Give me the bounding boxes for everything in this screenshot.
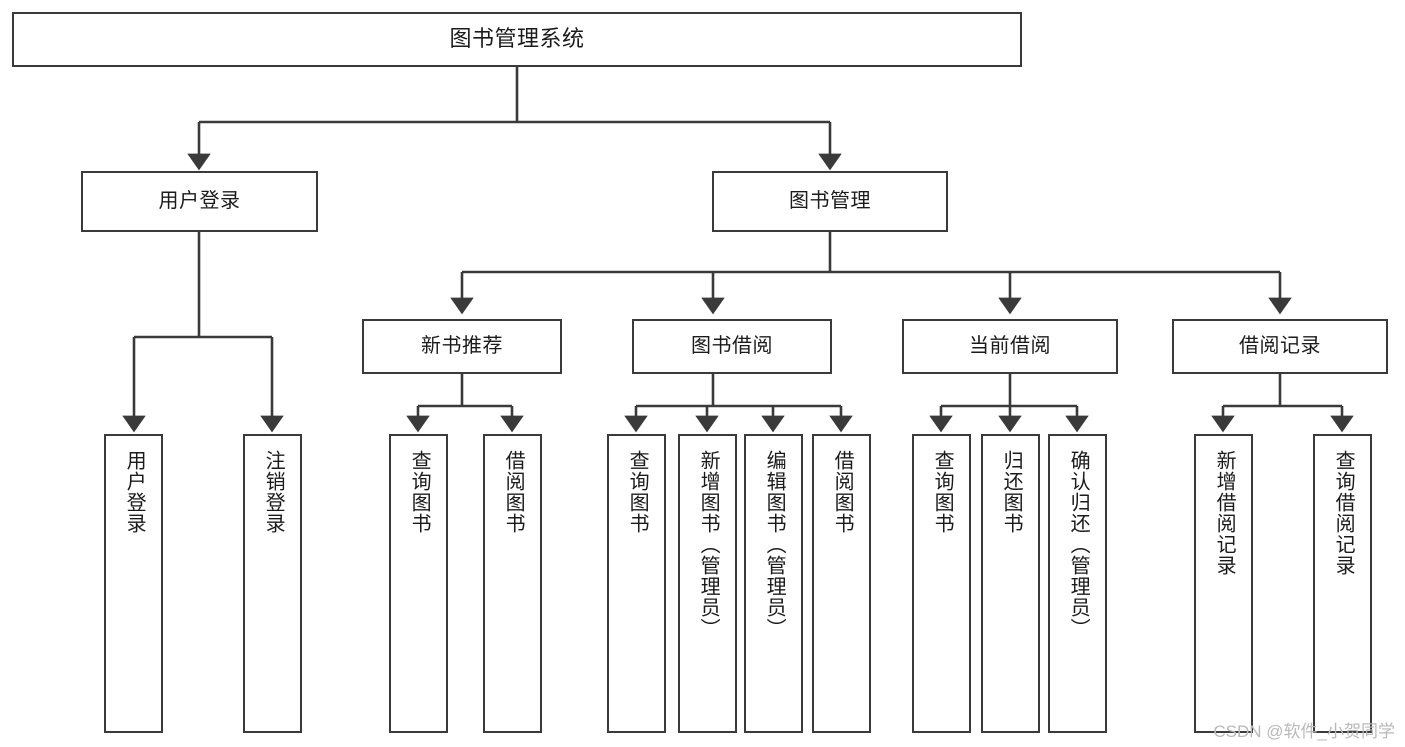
leaf-label: 借阅图书 [502,450,525,534]
leaf-borrow-record-query-record[interactable]: 查询借阅记录 [1313,434,1372,733]
leaf-label: 注销登录 [262,450,285,534]
leaf-label: 新增图书（管理员） [697,450,720,639]
node-borrow-record[interactable]: 借阅记录 [1172,319,1388,374]
node-label: 图书借阅 [691,335,773,358]
leaf-new-book-borrow-book[interactable]: 借阅图书 [483,434,542,733]
node-label: 图书管理系统 [449,26,585,52]
node-label: 当前借阅 [969,335,1051,358]
leaf-current-borrow-query-book[interactable]: 查询图书 [912,434,971,733]
node-new-book-recommend[interactable]: 新书推荐 [362,319,562,374]
leaf-label: 用户登录 [123,450,146,534]
leaf-book-borrow-edit-book-admin[interactable]: 编辑图书（管理员） [744,434,803,733]
leaf-label: 编辑图书（管理员） [763,450,786,639]
leaf-user-login-login[interactable]: 用户登录 [104,434,163,733]
leaf-user-login-logout[interactable]: 注销登录 [243,434,302,733]
node-label: 图书管理 [789,190,871,213]
leaf-new-book-query-book[interactable]: 查询图书 [389,434,448,733]
node-root-system[interactable]: 图书管理系统 [12,12,1022,67]
leaf-label: 查询图书 [931,450,954,534]
leaf-label: 查询图书 [408,450,431,534]
leaf-label: 借阅图书 [831,450,854,534]
leaf-label: 归还图书 [1000,450,1023,534]
leaf-label: 确认归还（管理员） [1067,450,1090,639]
node-book-borrow[interactable]: 图书借阅 [632,319,832,374]
node-book-management[interactable]: 图书管理 [712,171,948,232]
leaf-book-borrow-add-book-admin[interactable]: 新增图书（管理员） [678,434,737,733]
node-label: 借阅记录 [1239,335,1321,358]
leaf-label: 新增借阅记录 [1213,450,1236,576]
leaf-borrow-record-add-record[interactable]: 新增借阅记录 [1194,434,1253,733]
node-label: 用户登录 [158,190,241,213]
leaf-book-borrow-query-book[interactable]: 查询图书 [607,434,666,733]
node-label: 新书推荐 [421,335,503,358]
watermark-text: CSDN @软件_小贺同学 [1213,722,1395,741]
leaf-label: 查询图书 [626,450,649,534]
leaf-book-borrow-borrow-book[interactable]: 借阅图书 [812,434,871,733]
leaf-current-borrow-confirm-return-admin[interactable]: 确认归还（管理员） [1048,434,1107,733]
leaf-label: 查询借阅记录 [1332,450,1355,576]
node-current-borrow[interactable]: 当前借阅 [902,319,1118,374]
leaf-current-borrow-return-book[interactable]: 归还图书 [981,434,1040,733]
node-user-login[interactable]: 用户登录 [81,171,318,232]
